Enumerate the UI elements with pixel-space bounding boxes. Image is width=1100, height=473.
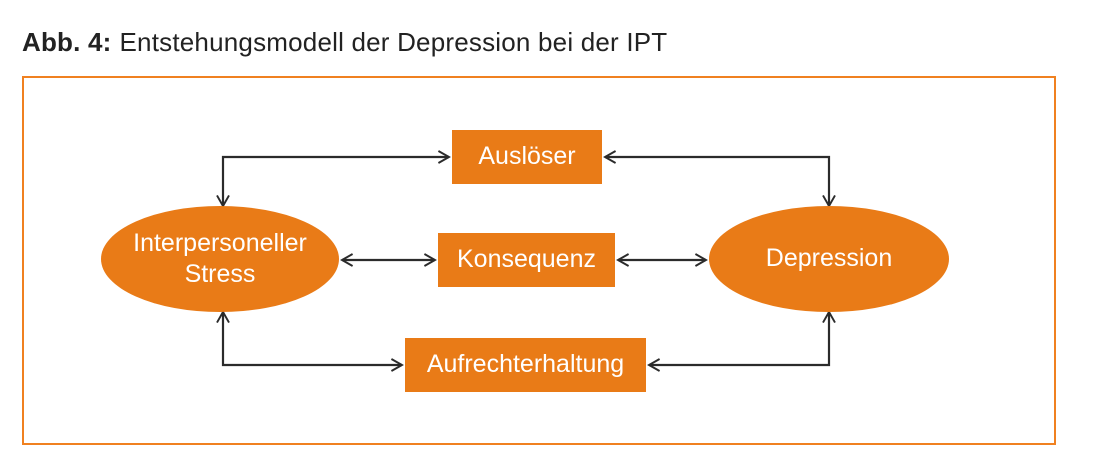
node-ausloeser: Auslöser (452, 130, 602, 184)
node-label-depression: Depression (765, 244, 893, 273)
node-label-aufrechterhaltung: Aufrechterhaltung (426, 350, 625, 379)
diagram-edges (216, 150, 836, 372)
node-label-ausloeser: Auslöser (478, 142, 576, 171)
figure-label: Abb. 4: (22, 27, 112, 57)
edge-stress-ausloeser (216, 150, 451, 208)
edge-ausloeser-depression (603, 150, 836, 208)
node-konsequenz: Konsequenz (438, 233, 615, 287)
node-interpersoneller-stress: Interpersoneller Stress (101, 206, 339, 312)
edge-aufrechterhaltung-depression (647, 310, 836, 372)
node-label-konsequenz: Konsequenz (456, 245, 596, 274)
node-label-interpersoneller-stress: Interpersoneller Stress (133, 228, 307, 288)
diagram-canvas: Interpersoneller Stress Auslöser Konsequ… (24, 78, 1053, 442)
node-depression: Depression (709, 206, 949, 312)
diagram-frame: Interpersoneller Stress Auslöser Konsequ… (22, 76, 1056, 445)
node-aufrechterhaltung: Aufrechterhaltung (405, 338, 646, 392)
figure-caption: Entstehungsmodell der Depression bei der… (119, 27, 668, 57)
edge-stress-aufrechterhaltung (216, 310, 404, 372)
figure-title: Abb. 4:Entstehungsmodell der Depression … (22, 27, 667, 58)
